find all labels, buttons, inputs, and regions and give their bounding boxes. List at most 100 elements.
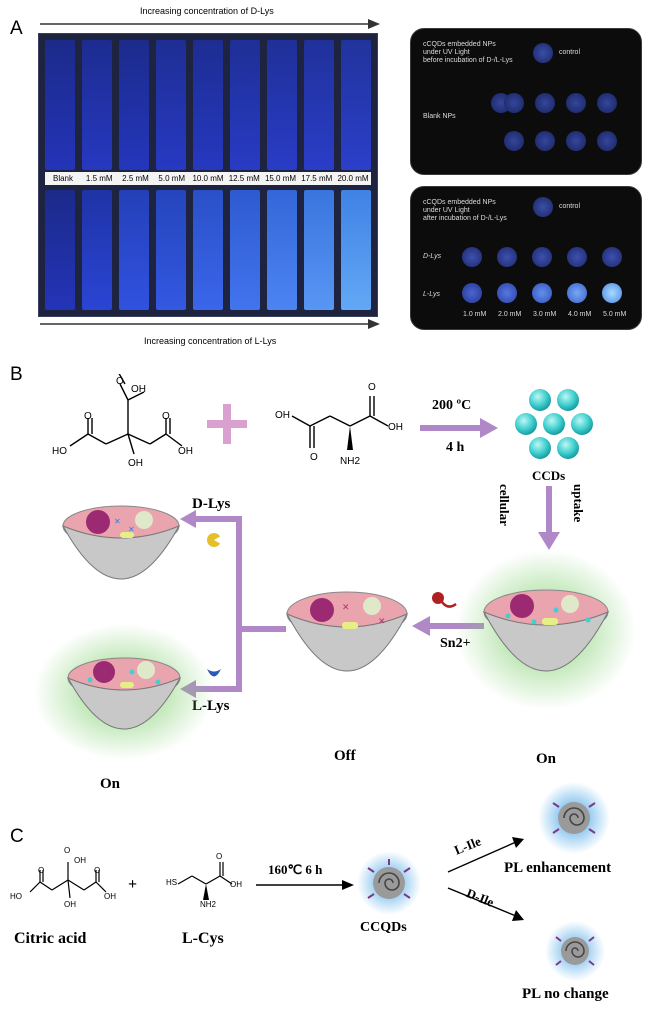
aspartic-acid-structure — [291, 396, 389, 450]
np-before-control-label: control — [559, 49, 581, 56]
np-dot — [504, 93, 524, 113]
uptake-label-2: uptake — [571, 484, 586, 523]
np-blank-label: Blank NPs — [423, 113, 456, 120]
citric-acid-structure-b — [69, 374, 183, 455]
aspartic-o-top: O — [368, 382, 376, 393]
conc-label: 12.5 mM — [228, 174, 260, 183]
citric-b-oh-center: OH — [128, 458, 143, 469]
panel-b-letter: B — [10, 364, 23, 385]
np-dot — [567, 247, 587, 267]
ccd-cluster — [515, 389, 593, 459]
citric-c-o-right: O — [94, 866, 101, 875]
np-l-lys-label: L-Lys — [423, 291, 440, 298]
cell-l-lys — [34, 624, 214, 760]
pl-enhancement-label: PL enhancement — [504, 860, 612, 876]
citric-c-oh-right: OH — [104, 892, 116, 901]
citric-acid-structure-c — [29, 862, 107, 899]
cuvette-d-3 — [119, 40, 149, 170]
state-on-right: On — [536, 751, 557, 767]
np-dot — [566, 131, 586, 151]
aspartic-oh-left: OH — [275, 410, 290, 421]
np-dot — [462, 247, 482, 267]
np-conc-label: 2.0 mM — [498, 311, 522, 318]
citric-c-oh-top: OH — [74, 856, 86, 865]
aspartic-oh-right: OH — [388, 422, 403, 433]
ccqd-particle — [357, 851, 421, 915]
bottom-arrow-label: Increasing concentration of L-Lys — [144, 336, 277, 346]
citric-b-oh-right: OH — [178, 446, 193, 457]
ccds-label: CCDs — [532, 468, 566, 483]
svg-text:✕: ✕ — [342, 602, 350, 612]
np-control-dot — [533, 43, 553, 63]
np-conc-label: 4.0 mM — [568, 311, 592, 318]
conc-label: 17.5 mM — [301, 174, 333, 183]
np-dot — [497, 283, 517, 303]
citric-c-ho: HO — [10, 892, 22, 901]
np-conc-label: 5.0 mM — [603, 311, 627, 318]
uptake-label-1: cellular — [497, 484, 512, 526]
svg-text:✕: ✕ — [114, 517, 121, 526]
citric-b-o-right: O — [162, 411, 170, 422]
citric-b-oh-top: OH — [131, 384, 146, 395]
cys-oh: OH — [230, 880, 242, 889]
ccqds-label: CCQDs — [360, 920, 407, 935]
np-conc-label: 1.0 mM — [463, 311, 487, 318]
reaction-arrow-b — [420, 418, 498, 438]
cuvette-l-8 — [304, 190, 334, 310]
cuvette-d-4 — [156, 40, 186, 170]
condition-time: 4 h — [446, 440, 465, 455]
citric-acid-label: Citric acid — [14, 930, 87, 947]
np-panel-before: cCQDs embedded NPs under UV Light before… — [410, 28, 642, 175]
panel-c-letter: C — [10, 826, 24, 847]
np-dot — [535, 93, 555, 113]
conc-label: 2.5 mM — [122, 174, 149, 183]
citric-b-o-top: O — [116, 376, 124, 387]
cuvette-d-5 — [193, 40, 223, 170]
np-dot — [597, 93, 617, 113]
conc-label: 1.5 mM — [85, 174, 113, 183]
np-after-desc-1: cCQDs embedded NPs — [423, 199, 496, 206]
ccqd-unchanged — [545, 921, 605, 981]
np-control-dot — [533, 197, 553, 217]
np-before-desc-3: before incubation of D-/L-Lys — [423, 57, 513, 64]
aspartic-o-bottom: O — [310, 452, 318, 463]
d-lys-cuvette-row — [45, 40, 371, 170]
np-before-desc-1: cCQDs embedded NPs — [423, 41, 496, 48]
state-off: Off — [334, 748, 356, 764]
conc-label: 15.0 mM — [264, 174, 297, 183]
np-conc-label: 3.0 mM — [533, 311, 557, 318]
svg-text:✕: ✕ — [128, 525, 135, 534]
np-dot — [532, 247, 552, 267]
conc-label: Blank — [52, 174, 73, 183]
concentration-strip: Blank 1.5 mM 2.5 mM 5.0 mM 10.0 mM 12.5 … — [45, 172, 371, 185]
plus-sign — [207, 404, 247, 444]
cuvette-l-7 — [267, 190, 297, 310]
sn-arrow — [412, 616, 484, 636]
cys-nh2: NH2 — [200, 900, 217, 909]
np-dot — [602, 283, 622, 303]
np-dot — [602, 247, 622, 267]
sn-ion-icon — [432, 592, 457, 608]
citric-c-o-left: O — [38, 866, 45, 875]
citric-c-oh-center: OH — [64, 900, 76, 909]
cuvette-d-7 — [267, 40, 297, 170]
cuvette-d-2 — [82, 40, 112, 170]
np-after-desc-3: after incubation of D-/L-Lys — [423, 215, 507, 222]
np-after-desc-2: under UV Light — [423, 207, 470, 214]
l-cys-label: L-Cys — [182, 930, 224, 947]
cuvette-d-1 — [45, 40, 75, 170]
bottom-concentration-arrow — [40, 319, 380, 329]
conc-label: 10.0 mM — [192, 174, 224, 183]
panel-a-letter: A — [10, 18, 23, 39]
top-concentration-arrow — [40, 19, 380, 29]
np-d-lys-label: D-Lys — [423, 253, 442, 260]
ccqd-enhanced — [538, 782, 610, 854]
np-dot — [535, 131, 555, 151]
np-panel-after: cCQDs embedded NPs under UV Light after … — [410, 186, 642, 330]
plus-c: + — [128, 876, 138, 893]
cuvette-d-8 — [304, 40, 334, 170]
cysteine-structure — [177, 862, 233, 900]
cell-d-lys: ✕ ✕ — [61, 505, 181, 580]
aspartic-nh2: NH2 — [340, 456, 361, 467]
svg-text:✕: ✕ — [378, 616, 386, 626]
